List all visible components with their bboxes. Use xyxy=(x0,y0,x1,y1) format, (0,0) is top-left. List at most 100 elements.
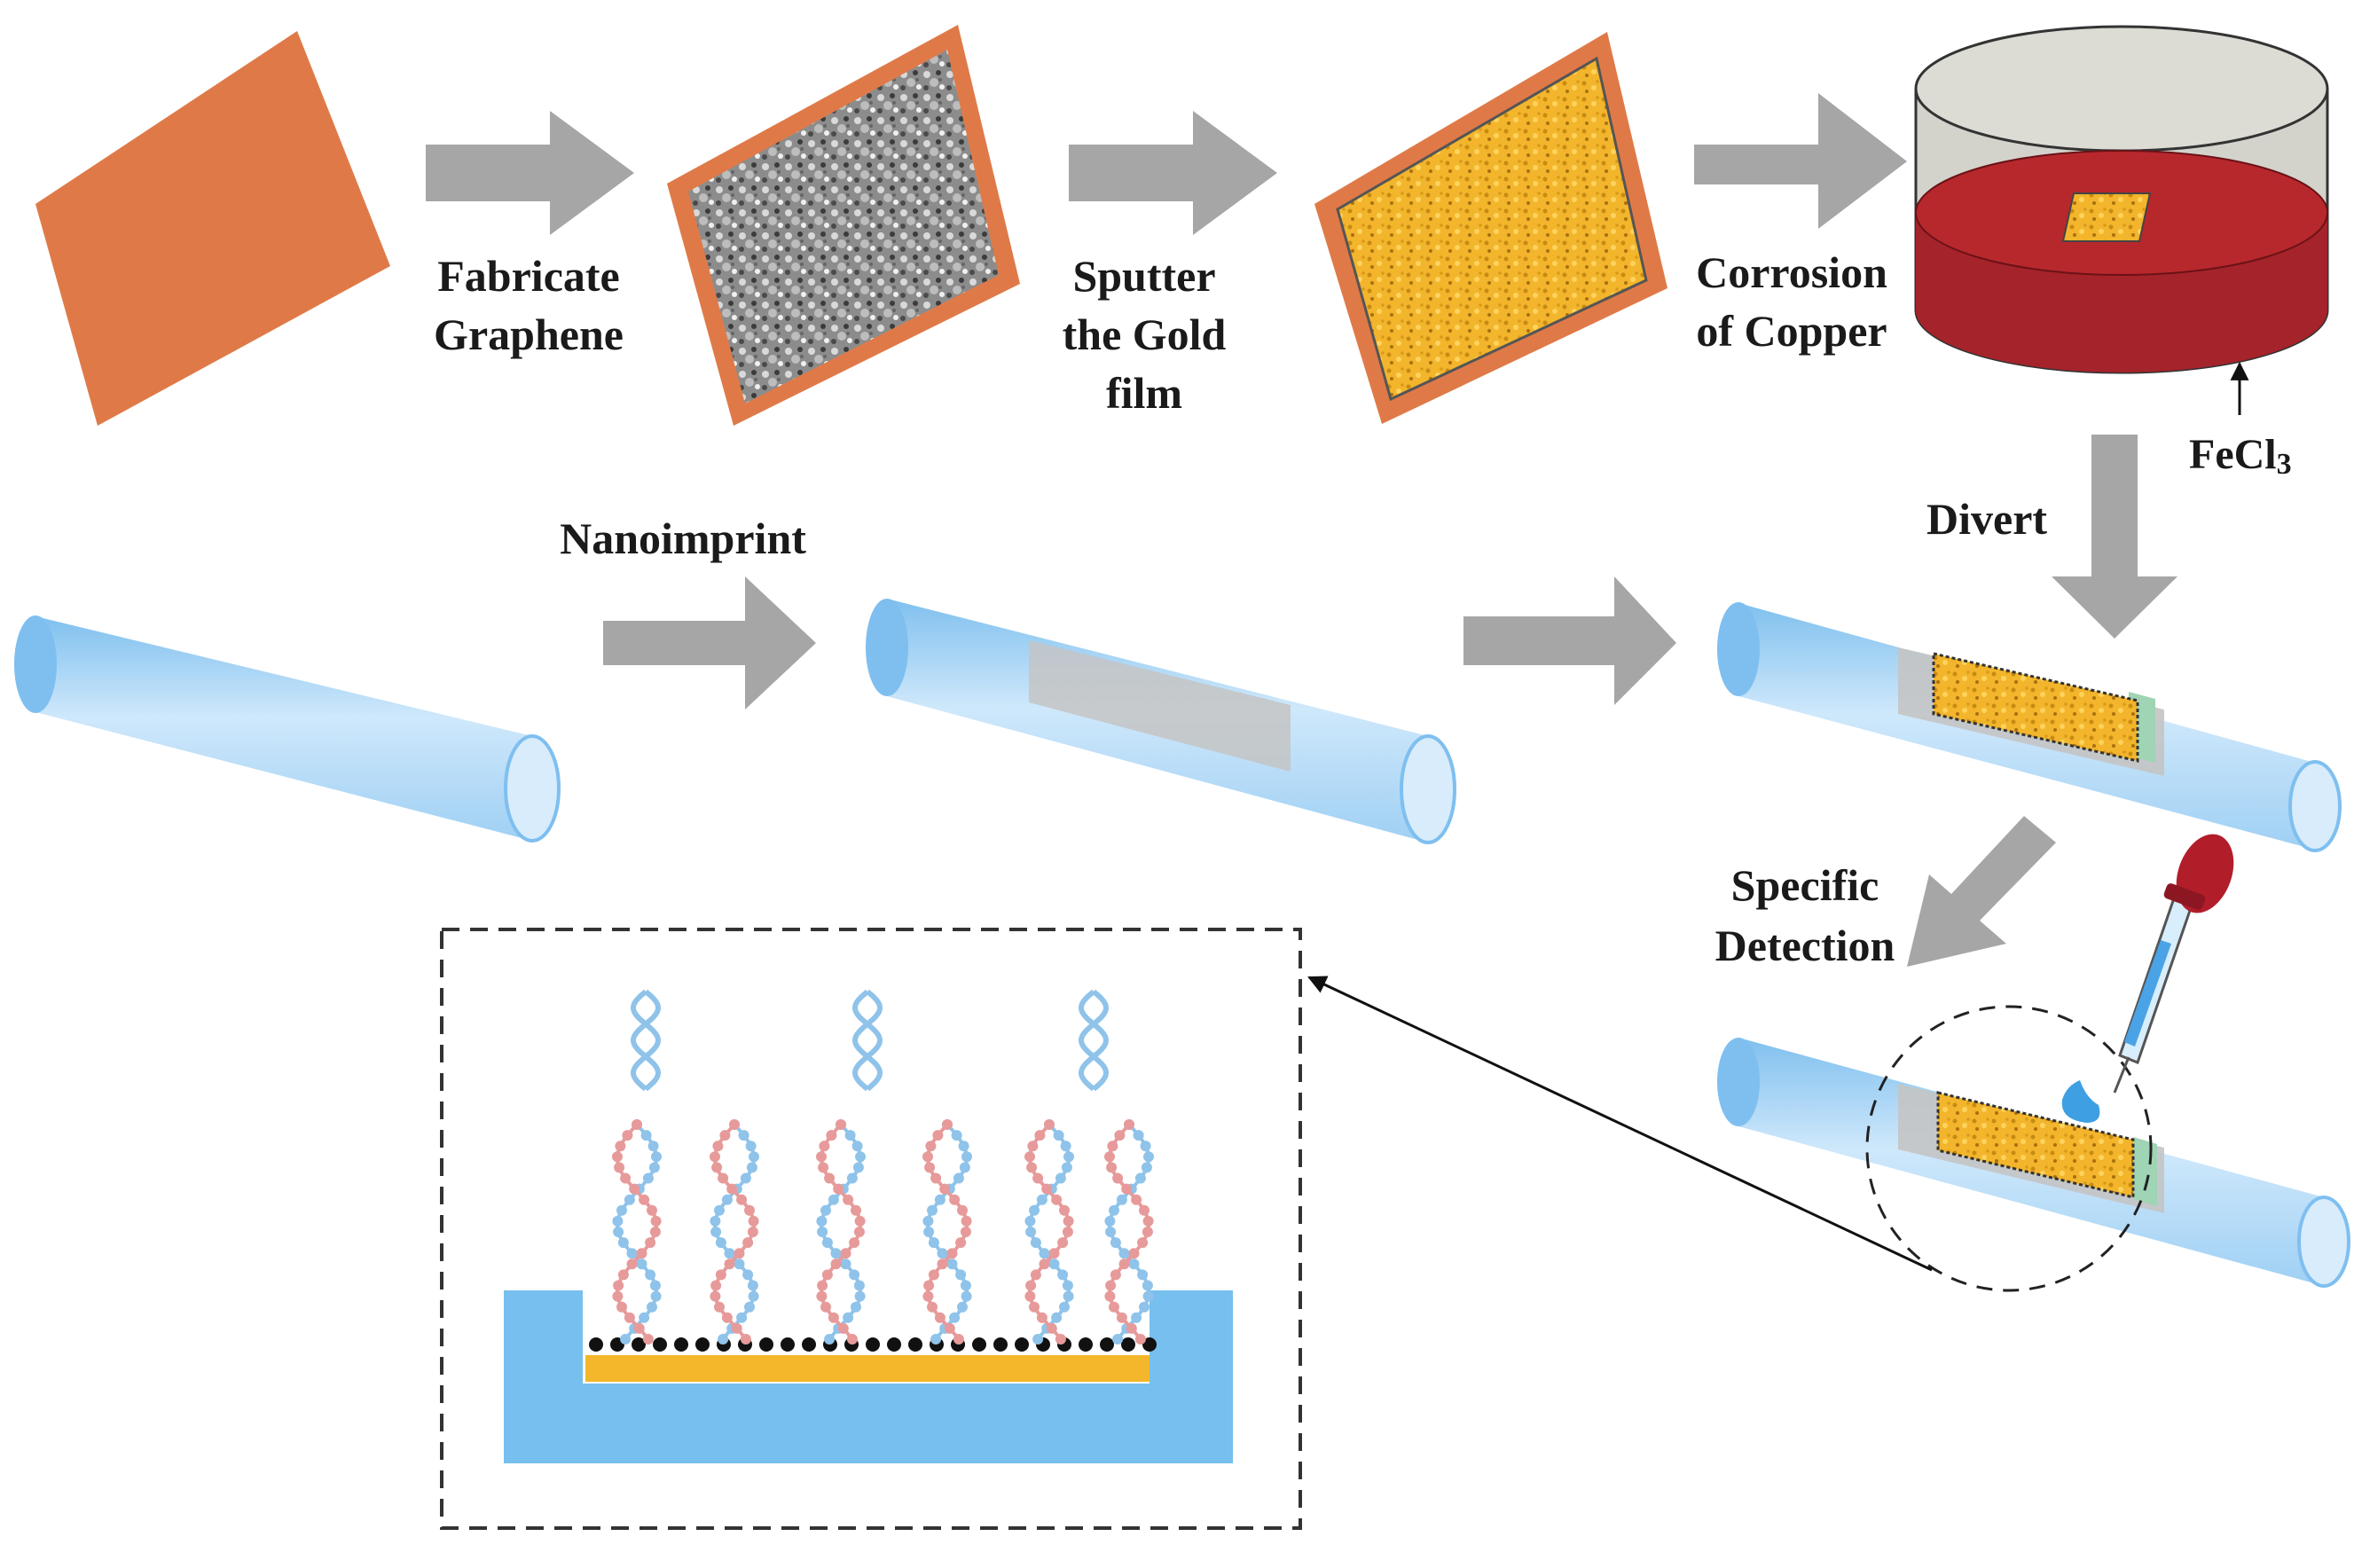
nucleotide-bead xyxy=(1118,1248,1130,1259)
nucleotide-bead xyxy=(1053,1130,1064,1141)
nucleotide-bead xyxy=(851,1204,861,1216)
nucleotide-bead xyxy=(922,1290,934,1302)
nucleotide-bead xyxy=(715,1269,726,1281)
nucleotide-bead xyxy=(616,1204,627,1216)
nucleotide-bead xyxy=(1025,1280,1037,1291)
label-specific: Specific xyxy=(1731,860,1879,910)
nucleotide-bead xyxy=(724,1258,735,1270)
nucleotide-bead xyxy=(649,1280,661,1291)
nucleotide-bead xyxy=(1030,1269,1041,1281)
nucleotide-bead xyxy=(1134,1334,1146,1345)
nucleotide-bead xyxy=(1062,1280,1073,1291)
nucleotide-bead xyxy=(830,1258,842,1270)
nucleotide-bead xyxy=(942,1119,953,1130)
nucleotide-bead xyxy=(617,1237,629,1249)
nucleotide-bead xyxy=(923,1227,935,1237)
nucleotide-bead xyxy=(1109,1301,1119,1313)
linker-dot xyxy=(653,1337,667,1352)
nucleotide-bead xyxy=(1128,1258,1140,1270)
nucleotide-bead xyxy=(1051,1312,1063,1323)
imprinted-fiber-tube xyxy=(866,599,1456,844)
linker-dot xyxy=(908,1337,922,1352)
sensor-fiber-tube xyxy=(1717,602,2342,852)
nucleotide-bead xyxy=(749,1151,759,1163)
nucleotide-bead xyxy=(612,1290,624,1302)
inset-gold-layer xyxy=(585,1355,1150,1382)
etchant-dish xyxy=(1914,25,2329,374)
linker-dot xyxy=(802,1337,816,1352)
inset-linker-dots xyxy=(589,1337,1157,1352)
nucleotide-bead xyxy=(1116,1194,1127,1205)
nucleotide-bead xyxy=(939,1183,951,1195)
nucleotide-bead xyxy=(626,1248,638,1259)
process-arrow-nanoimprint xyxy=(603,576,816,710)
nucleotide-bead xyxy=(1032,1172,1044,1184)
nucleotide-bead xyxy=(1046,1322,1057,1334)
nucleotide-bead xyxy=(1128,1248,1140,1259)
nucleotide-bead xyxy=(1104,1151,1115,1163)
label-fabricate-line1: Fabricate xyxy=(437,251,619,301)
nucleotide-bead xyxy=(958,1141,969,1152)
nucleotide-bead xyxy=(1110,1237,1121,1249)
label-corrosion-line2: of Copper xyxy=(1696,306,1887,356)
nucleotide-bead xyxy=(1116,1312,1127,1323)
nucleotide-bead xyxy=(711,1162,723,1173)
nucleotide-bead xyxy=(629,1183,640,1195)
nucleotide-bead xyxy=(951,1130,962,1141)
nucleotide-bead xyxy=(1048,1258,1060,1270)
nucleotide-bead xyxy=(736,1312,748,1323)
nucleotide-bead xyxy=(748,1215,759,1227)
nucleotide-bead xyxy=(1029,1204,1040,1216)
floating-gold-film xyxy=(2061,192,2152,242)
process-arrow-detection xyxy=(1907,816,2056,967)
nucleotide-bead xyxy=(854,1290,866,1302)
nucleotide-bead xyxy=(1059,1301,1070,1313)
nucleotide-bead xyxy=(1134,1172,1146,1184)
nucleotide-bead xyxy=(615,1141,626,1152)
nucleotide-bead xyxy=(1139,1204,1150,1216)
nucleotide-bead xyxy=(953,1334,964,1345)
nucleotide-bead xyxy=(1137,1237,1149,1249)
detection-gold-film xyxy=(1936,1091,2135,1199)
nucleotide-bead xyxy=(645,1237,656,1249)
detection-fiber-tube xyxy=(1717,1038,2350,1288)
process-arrow-sputter xyxy=(1069,111,1277,235)
nucleotide-bead xyxy=(944,1322,955,1334)
nucleotide-bead xyxy=(1112,1334,1124,1345)
nucleotide-bead xyxy=(620,1334,632,1345)
label-corrosion-line1: Corrosion xyxy=(1696,247,1887,297)
nucleotide-bead xyxy=(620,1172,632,1184)
nucleotide-bead xyxy=(922,1215,934,1227)
nucleotide-bead xyxy=(1055,1172,1066,1184)
nucleotide-bead xyxy=(949,1312,961,1323)
inset-detail xyxy=(440,928,1302,1530)
nucleotide-bead xyxy=(1039,1258,1050,1270)
nucleotide-bead xyxy=(836,1119,846,1130)
nucleotide-bead xyxy=(932,1130,944,1141)
nucleotide-bead xyxy=(955,1237,967,1249)
label-fecl3: FeCl3 xyxy=(2189,431,2292,481)
nucleotide-bead xyxy=(843,1194,854,1205)
linker-dot xyxy=(1121,1337,1135,1352)
nucleotide-bead xyxy=(849,1237,860,1249)
nucleotide-bead xyxy=(924,1162,936,1173)
nucleotide-bead xyxy=(648,1162,660,1173)
nucleotide-bead xyxy=(930,1334,942,1345)
nucleotide-bead xyxy=(961,1151,972,1163)
nucleotide-bead xyxy=(650,1215,662,1227)
nucleotide-bead xyxy=(636,1258,647,1270)
nucleotide-bead xyxy=(1024,1290,1036,1302)
nucleotide-bead xyxy=(626,1258,638,1270)
nucleotide-bead xyxy=(961,1215,972,1227)
nucleotide-bead xyxy=(612,1151,623,1163)
nucleotide-bead xyxy=(1029,1301,1040,1313)
nucleotide-bead xyxy=(718,1334,729,1345)
nucleotide-bead xyxy=(647,1301,657,1313)
dna-strand xyxy=(1079,989,1110,1092)
linker-dot xyxy=(589,1337,603,1352)
nucleotide-bead xyxy=(1030,1237,1041,1249)
nucleotide-bead xyxy=(651,1151,662,1163)
imprint-groove xyxy=(1029,640,1291,772)
nucleotide-bead xyxy=(1061,1162,1072,1173)
nucleotide-bead xyxy=(824,1334,836,1345)
